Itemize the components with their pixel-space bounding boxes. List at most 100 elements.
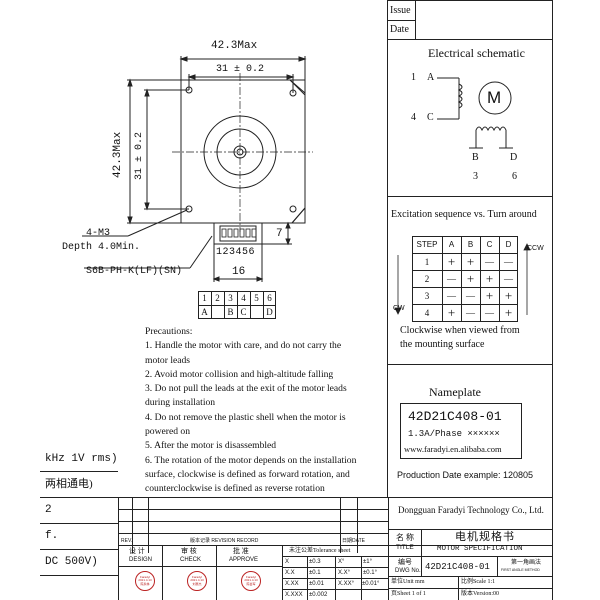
tol-cell: X.XX [285, 581, 299, 587]
spec-fragment-3: 2 [45, 504, 52, 516]
tol-cell: ±0.1° [363, 570, 378, 576]
tol-cell: X.XX° [338, 581, 355, 587]
exc-row-line [412, 287, 518, 288]
precaution-line: 2. Avoid motor collision and high-altitu… [145, 368, 334, 380]
pin-table-v2 [224, 291, 225, 319]
tol-cell: X.X° [338, 570, 351, 576]
precaution-line: 5. After the motor is disassembled [145, 440, 277, 452]
sheet-label: 页Sheet 1 of 1 [391, 591, 426, 597]
exc-cell: + [447, 305, 456, 320]
direction-arrows [394, 243, 531, 315]
rotation-note-2: the mounting surface [400, 339, 485, 350]
exc-cell: + [504, 287, 513, 303]
tb-row [118, 545, 552, 546]
nameplate-title: Nameplate [429, 385, 481, 399]
tb-col [357, 497, 358, 553]
excitation-bottom [387, 364, 553, 365]
exc-cell: 2 [424, 273, 430, 284]
schematic-diagram [437, 77, 513, 149]
tb-col [148, 497, 149, 553]
pin-cell: 6 [267, 293, 272, 303]
pin-6-num: 6 [512, 171, 517, 182]
tb-col [497, 556, 498, 576]
nameplate-model: 42D21C408-01 [408, 409, 502, 424]
precautions-block: Precautions: 1. Handle the motor with ca… [145, 325, 385, 497]
precautions-title: Precautions: [145, 326, 193, 337]
exc-cell: — [504, 256, 513, 267]
tol-cell: ±0.3 [309, 559, 321, 565]
stamp-text: 2021.4.13 [190, 578, 204, 583]
precaution-line: 6. The rotation of the motor depends on … [145, 454, 357, 466]
pin-table-v1 [211, 291, 212, 319]
rotation-note-1: Clockwise when viewed from [400, 325, 520, 336]
tb-row [388, 576, 552, 577]
motor-symbol: M [487, 88, 502, 107]
exc-header: STEP [416, 240, 438, 249]
connector-label: S6B-PH-K(LF)(SN) [86, 266, 183, 277]
right-panel-divider [387, 40, 388, 497]
exc-row-line [412, 253, 518, 254]
exc-cell: — [447, 290, 456, 301]
issue-hdivider [387, 20, 415, 21]
nameplate-spec: 1.3A/Phase ×××××× [408, 429, 500, 439]
stamp-text: 陈会军 [246, 581, 256, 586]
rev-label: REV. [121, 538, 133, 544]
title-spec: MOTOR SPECIFICATION [437, 545, 523, 553]
pin-4-num: 4 [411, 112, 416, 123]
pin-letter: D [266, 307, 273, 317]
tb-col [421, 529, 422, 576]
tol-cell: ±0.1 [309, 570, 321, 576]
pin-numbers: 123456 [216, 247, 256, 258]
tb-row [118, 509, 388, 510]
stamp-text: 2021.4.13 [138, 578, 152, 583]
check-stamp: Faradyi 2021.4.13 刘豪杰 [187, 571, 207, 591]
precaution-line: surface, clockwise is defined as forward… [145, 468, 350, 480]
tb-col [340, 497, 341, 553]
issue-label: Issue [390, 5, 411, 16]
pin-letter [211, 305, 224, 319]
production-date-value: 120805 [503, 470, 534, 480]
exc-cell: + [485, 270, 494, 286]
tb-col [282, 545, 283, 600]
exc-cell: — [485, 308, 494, 318]
pin-b-letter: B [472, 152, 479, 163]
spec-rule [40, 497, 118, 498]
stamp-text: Faradyi [191, 575, 202, 580]
spec-rule [40, 575, 118, 576]
spec-rule [40, 471, 118, 472]
precaution-line: during installation [145, 397, 216, 409]
nameplate-website: www.faradyi.en.alibaba.com [404, 444, 502, 454]
pin-1-num: 1 [411, 72, 416, 83]
dwg-en: DWG No. [395, 568, 421, 574]
tb-col [335, 556, 336, 600]
tol-cell: ±0.01° [362, 581, 380, 587]
version-label: 版本Version:00 [461, 591, 499, 597]
spec-fragment-4: f. [45, 530, 59, 542]
exc-col-line [480, 236, 481, 322]
tol-cell: ±0.002 [309, 592, 328, 598]
pin-cell: 5 [254, 293, 259, 303]
exc-col-line [461, 236, 462, 322]
exc-col-line [499, 236, 500, 322]
pin-a-letter: A [427, 72, 435, 83]
date-label: Date [390, 24, 409, 35]
excitation-title: Excitation sequence vs. Turn around [391, 209, 537, 220]
title-en: TITLE [396, 544, 414, 551]
tol-cell: ±1° [363, 559, 373, 565]
issue-divider [415, 0, 416, 40]
name-cn: 名 称 [396, 533, 414, 542]
pin-table-v4 [250, 291, 251, 319]
approve-en: APPROVE [229, 557, 259, 563]
exc-header: C [486, 240, 493, 249]
first-angle-en: FIRST ANGLE METHOD [501, 568, 540, 572]
pin-c-letter: C [427, 112, 434, 123]
first-angle-cn: 第一角画法 [511, 560, 542, 566]
dim-width-max: 42.3Max [211, 40, 258, 52]
precaution-line: 4. Do not remove the plastic shell when … [145, 411, 346, 423]
precaution-line: powered on [145, 426, 191, 438]
tb-row [118, 533, 388, 534]
production-date-label: Production Date example: [397, 470, 501, 480]
tb-col [458, 576, 459, 600]
exc-cell: + [447, 253, 456, 269]
dim-hole-vertical: 31 ± 0.2 [134, 131, 145, 180]
